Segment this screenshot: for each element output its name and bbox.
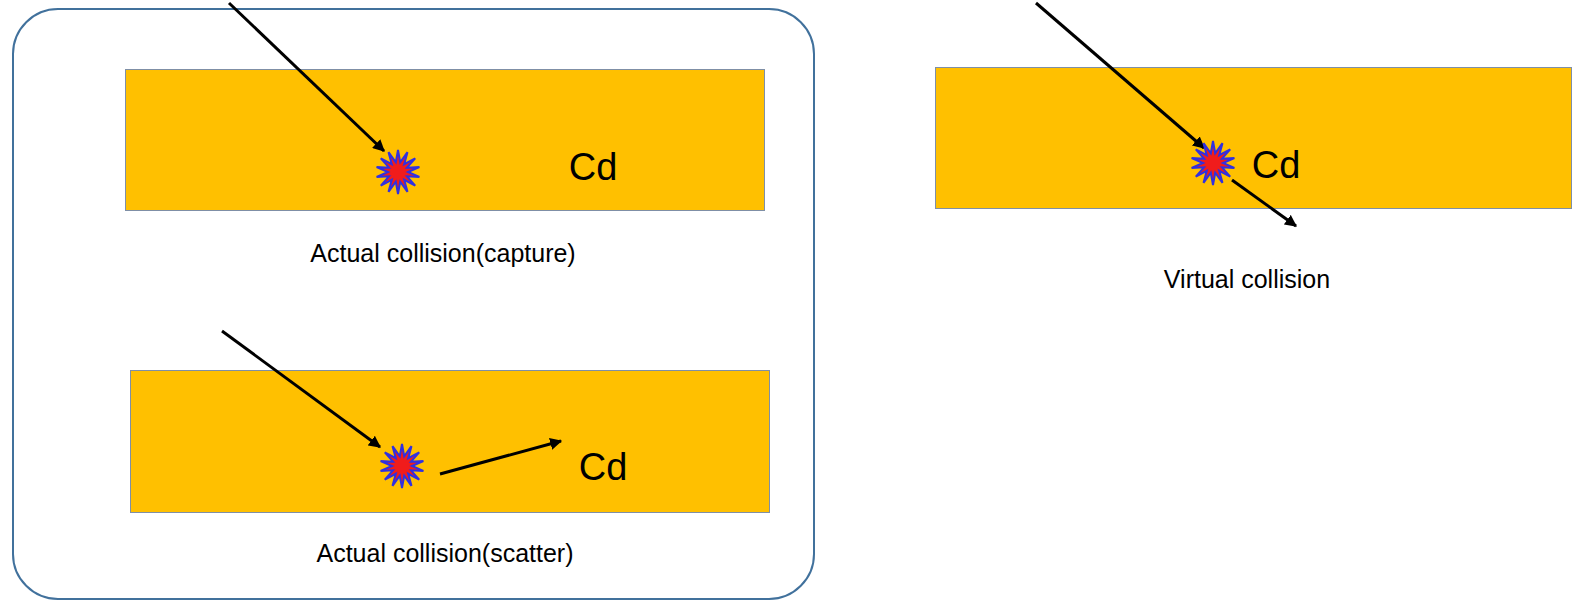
incoming-neutron-arrow [1036,3,1204,148]
material-label: Cd [1252,144,1301,187]
collision-star [1192,141,1235,185]
incoming-neutron-arrow [222,331,380,447]
material-label: Cd [579,446,628,489]
cadmium-slab: CdActual collision(scatter) [130,370,770,513]
scattered-neutron-arrow [440,441,561,474]
collision-star [377,150,420,194]
caption: Actual collision(scatter) [316,539,573,568]
cadmium-slab: CdActual collision(capture) [125,69,765,211]
material-label: Cd [569,146,618,189]
caption: Virtual collision [1164,265,1330,294]
caption: Actual collision(capture) [310,239,575,268]
figure-panel: CdActual collision(capture)CdActual coll… [12,8,815,600]
collision-star [381,444,424,488]
incoming-neutron-arrow [229,3,384,151]
cadmium-slab: CdVirtual collision [935,67,1572,209]
passing-neutron-arrow [1232,180,1296,226]
